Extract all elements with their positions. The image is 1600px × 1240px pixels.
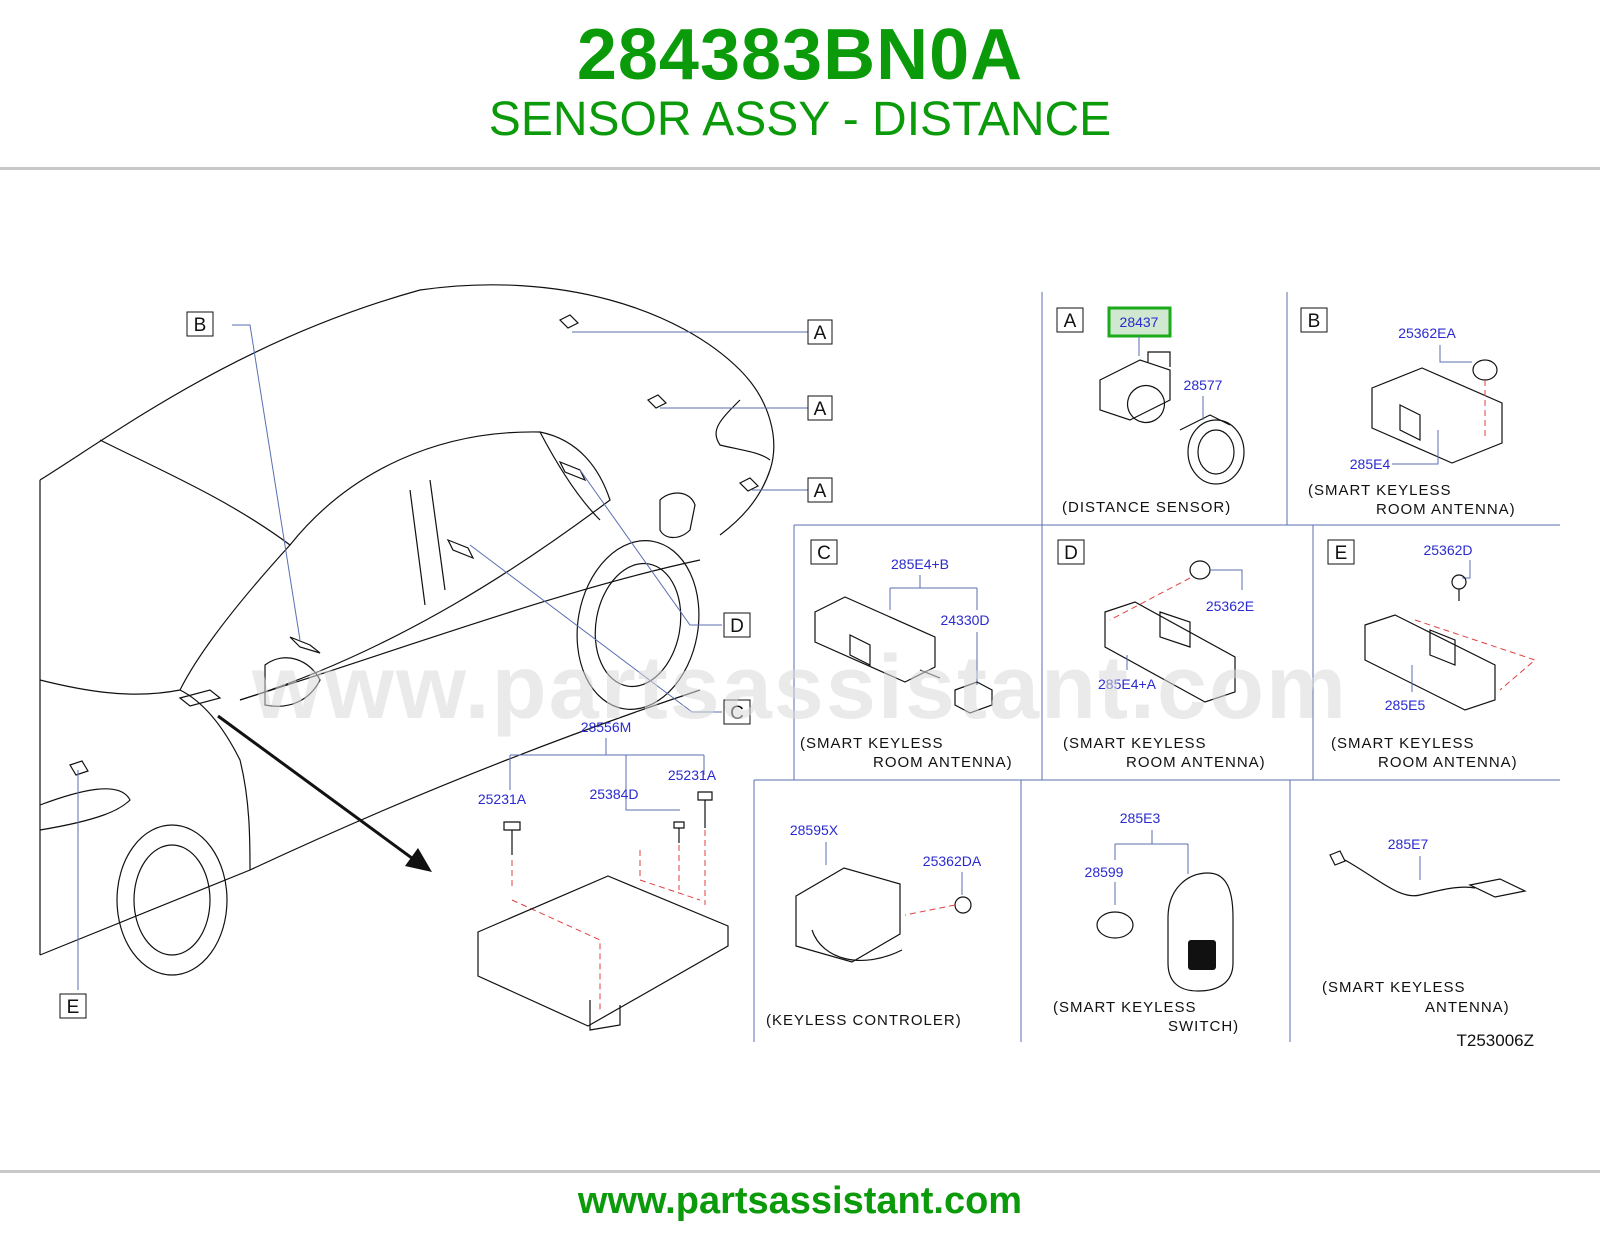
panel-c-letter-box <box>810 539 838 565</box>
distance-sensor-shape <box>1099 351 1171 424</box>
callout-b-box[interactable] <box>186 311 214 337</box>
panel-c-caption-line2: ROOM ANTENNA) <box>873 754 1013 771</box>
part-25231a-label[interactable]: 25231A <box>478 791 527 807</box>
part-number-title: 284383BN0A <box>576 15 1024 95</box>
panel-e-caption-line2: ROOM ANTENNA) <box>1378 754 1518 771</box>
part-285e5-label[interactable]: 285E5 <box>1385 697 1426 713</box>
panel-e-letter: E <box>1335 543 1348 564</box>
antenna-cable-shape <box>1329 850 1476 897</box>
part-285e4a-label[interactable]: 285E4+A <box>1098 676 1157 692</box>
panel-b-keyless-room-antenna: B 25362EA 285E4 (SMART KEYLESS ROOM ANTE… <box>1300 307 1516 518</box>
sensor-bezel-shape <box>1187 419 1245 485</box>
diagram-code: T253006Z <box>1457 1031 1535 1050</box>
header-divider <box>0 167 1600 170</box>
callout-b: B <box>194 315 207 336</box>
antenna-b-shape <box>1371 367 1503 464</box>
callout-a: A <box>814 399 827 420</box>
antenna-caption-line2: ANTENNA) <box>1425 999 1510 1016</box>
screw-25362d-shape <box>1451 574 1467 601</box>
part-25362da-label[interactable]: 25362DA <box>923 853 982 869</box>
antenna-caption-line1: (SMART KEYLESS <box>1322 979 1466 996</box>
antenna-e-shape <box>1364 614 1496 711</box>
part-285e7-label[interactable]: 285E7 <box>1388 836 1429 852</box>
panel-grid-lines <box>753 292 1560 1042</box>
panel-keyless-controller: 28595X 25362DA (KEYLESS CONTROLER) <box>766 822 982 1029</box>
panel-b-caption-line1: (SMART KEYLESS <box>1308 482 1452 499</box>
part-285e4-label[interactable]: 285E4 <box>1350 456 1391 472</box>
arrow-head <box>405 848 432 872</box>
panel-c-caption-line1: (SMART KEYLESS <box>800 735 944 752</box>
panel-smart-keyless-switch: 285E3 28599 (SMART KEYLESS SWITCH) <box>1053 810 1239 1035</box>
part-25362d-label[interactable]: 25362D <box>1423 542 1472 558</box>
callout-d-box[interactable] <box>723 612 751 638</box>
panel-e-keyless-room-antenna: E 25362D 285E5 (SMART KEYLESS ROOM ANTEN… <box>1327 539 1536 771</box>
callout-a: A <box>814 481 827 502</box>
part-description-title: SENSOR ASSY - DISTANCE <box>488 93 1112 146</box>
part-28437-label[interactable]: 28437 <box>1120 314 1159 330</box>
screw-25362da-shape <box>954 896 972 914</box>
switch-caption-line1: (SMART KEYLESS <box>1053 999 1197 1016</box>
panel-a-distance-sensor: A 28437 28577 (DISTANCE SENSOR) <box>1056 306 1245 516</box>
panel-d-letter-box <box>1057 539 1085 565</box>
panel-b-letter: B <box>1308 311 1321 332</box>
callout-a-box[interactable] <box>807 319 833 345</box>
controller-unit-shape <box>477 875 729 1031</box>
callout-c: C <box>730 703 744 724</box>
callout-a-box[interactable] <box>807 477 833 503</box>
car-leader-lines <box>77 324 808 990</box>
callout-e-box[interactable] <box>59 993 87 1019</box>
footer-divider <box>0 1170 1600 1173</box>
switch-caption-line2: SWITCH) <box>1168 1018 1239 1035</box>
panel-a-letter-box <box>1056 307 1084 333</box>
part-28556m-label[interactable]: 28556M <box>581 719 632 735</box>
callout-a-box[interactable] <box>807 395 833 421</box>
panel-d-keyless-room-antenna: D 25362E 285E4+A (SMART KEYLESS ROOM ANT… <box>1057 539 1266 771</box>
key-fob-buttons <box>1188 940 1216 970</box>
direction-arrow <box>217 714 421 866</box>
car-illustration <box>39 284 775 976</box>
panel-a-letter: A <box>1064 311 1077 332</box>
panel-smart-keyless-antenna: 285E7 (SMART KEYLESS ANTENNA) <box>1322 836 1527 1016</box>
panel-d-caption-line1: (SMART KEYLESS <box>1063 735 1207 752</box>
panel-b-caption-line2: ROOM ANTENNA) <box>1376 501 1516 518</box>
part-28595x-label[interactable]: 28595X <box>790 822 839 838</box>
antenna-d-shape <box>1104 601 1236 703</box>
panel-b-letter-box <box>1300 307 1328 333</box>
part-285e3-label[interactable]: 285E3 <box>1120 810 1161 826</box>
part-28577-label[interactable]: 28577 <box>1184 377 1223 393</box>
panel-c-keyless-room-antenna: C 285E4+B 24330D (SMART KEYLESS ROOM ANT… <box>800 539 1013 771</box>
clip-25362e-shape <box>1189 560 1211 580</box>
coin-battery-shape <box>1096 911 1134 939</box>
part-25231a-label[interactable]: 25231A <box>668 767 717 783</box>
keyless-controller-shape <box>795 867 903 963</box>
callout-e: E <box>67 997 80 1018</box>
panel-d-letter: D <box>1064 543 1078 564</box>
part-24330d-label[interactable]: 24330D <box>940 612 989 628</box>
callout-a: A <box>814 323 827 344</box>
panel-e-letter-box <box>1327 539 1355 565</box>
panel-c-letter: C <box>817 543 831 564</box>
smart-key-fob-shape <box>1167 872 1234 992</box>
antenna-module-shape <box>1468 878 1527 898</box>
callout-d: D <box>730 616 744 637</box>
part-25362e-label[interactable]: 25362E <box>1206 598 1254 614</box>
panel-d-caption-line2: ROOM ANTENNA) <box>1126 754 1266 771</box>
keyless-controller-caption: (KEYLESS CONTROLER) <box>766 1012 962 1029</box>
panel-a-caption: (DISTANCE SENSOR) <box>1062 499 1231 516</box>
connector-shape <box>954 681 993 714</box>
part-28599-label[interactable]: 28599 <box>1085 864 1124 880</box>
part-25362ea-label[interactable]: 25362EA <box>1398 325 1456 341</box>
panel-air-bag-controller: 28556M 25231A 25384D 25231A <box>477 719 729 1031</box>
part-25384d-label[interactable]: 25384D <box>589 786 638 802</box>
callout-c-box[interactable] <box>723 699 751 725</box>
watermark-text: www.partsassistant.com <box>251 638 1348 738</box>
panel-e-caption-line1: (SMART KEYLESS <box>1331 735 1475 752</box>
part-285e4b-label[interactable]: 285E4+B <box>891 556 949 572</box>
footer-url-link[interactable]: www.partsassistant.com <box>577 1180 1023 1222</box>
bolts-shape <box>503 791 713 855</box>
antenna-c-shape <box>814 596 941 683</box>
